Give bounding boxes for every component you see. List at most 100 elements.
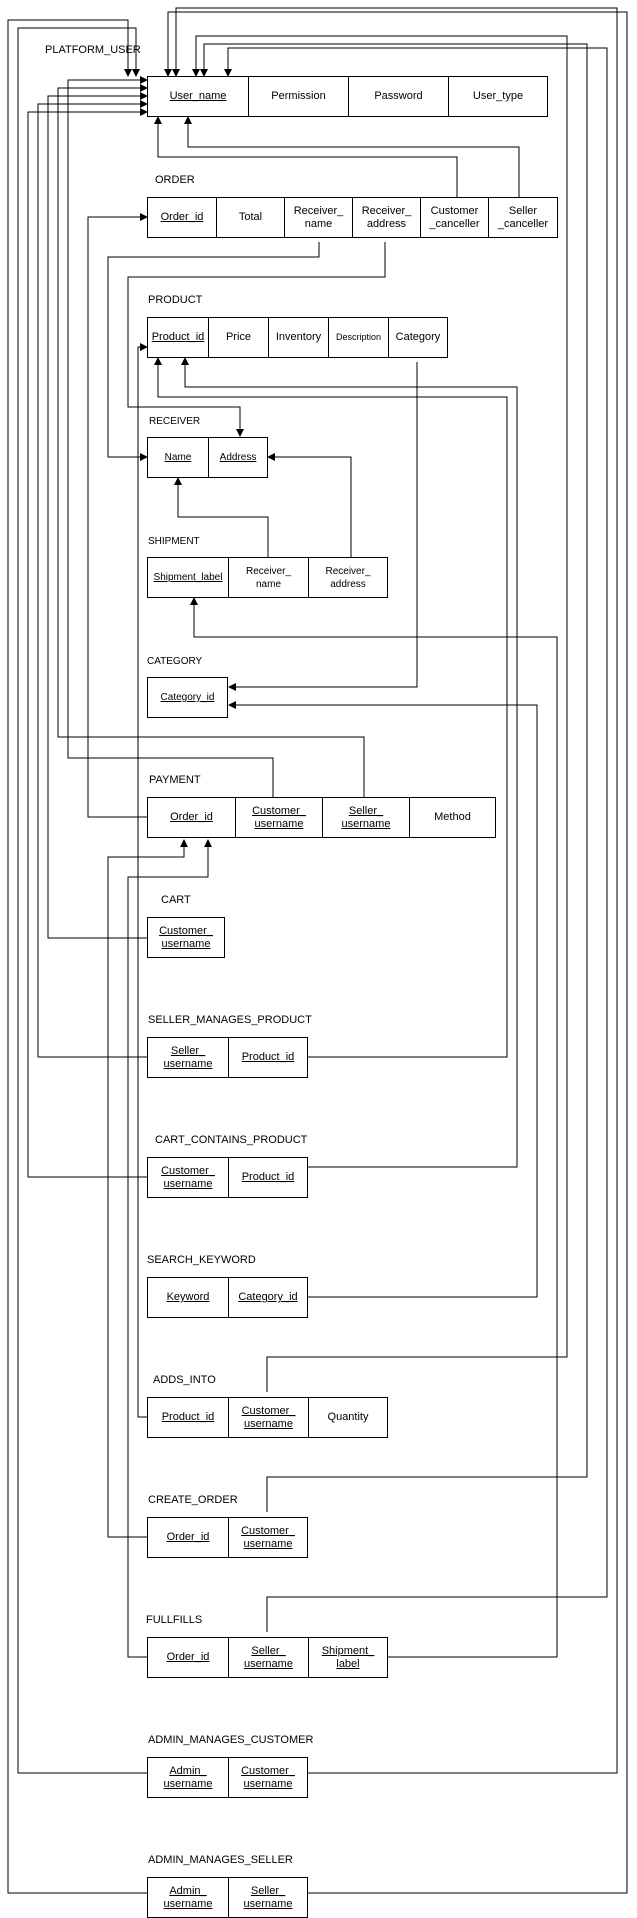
fk-payment-customer [67,76,274,797]
receiver-title: RECEIVER [149,416,201,427]
payment-col-method: Method [409,798,495,837]
cart-title: CART [161,894,191,906]
adds-into-col-product-id: Product_id [161,1411,215,1423]
search-keyword-title: SEARCH_KEYWORD [147,1254,256,1266]
fk-seller-manages-product [154,357,508,1058]
fk-seller-manages-seller [37,100,148,1058]
admin-manages-seller-col-seller-username: Seller_ username [228,1878,307,1917]
admin-manages-customer-col-admin-username: Admin_ username [163,1764,213,1790]
seller-manages-product-col-product-id: Product_id [228,1038,307,1077]
admin-manages-customer-col-customer-username: Customer_ username [228,1758,307,1797]
search-keyword-col-keyword: Keyword [166,1291,210,1303]
create-order-title: CREATE_ORDER [148,1494,238,1506]
shipment-title: SHIPMENT [148,536,200,547]
fk-admin-manages-seller-admin [7,19,148,1894]
product-table: Product_id Price Inventory Description C… [147,317,448,358]
adds-into-title: ADDS_INTO [153,1374,216,1386]
receiver-col-name: Name [164,452,192,463]
platform-user-col-password: Password [348,77,448,116]
fk-payment-seller [57,84,365,797]
payment-col-customer-username: Customer_ username [235,798,322,837]
shipment-col-receiver-address: Receiver_ address [308,558,387,597]
fk-payment-order [87,213,148,818]
order-col-order-id: Order_id [160,211,204,223]
fullfills-col-seller-username: Seller_ username [228,1638,308,1677]
cart-contains-product-table: Customer_ username Product_id [147,1157,308,1198]
fk-shipment-receiver-name [174,477,269,557]
fk-cart-contains-product [181,357,518,1168]
fk-cart-contains-customer [27,108,148,1178]
order-title: ORDER [155,174,195,186]
fk-search-keyword-category [228,701,538,1298]
fullfills-col-shipment-label: Shipment_ label [308,1638,387,1677]
fk-order-seller-canceller [184,116,520,197]
product-col-category: Category [388,318,447,357]
receiver-col-address: Address [208,438,267,477]
payment-title: PAYMENT [149,774,201,786]
fk-admin-manages-customer-customer [172,7,618,1774]
fk-admin-manages-customer-admin [17,27,148,1774]
product-col-product-id: Product_id [151,331,205,343]
create-order-table: Order_id Customer_ username [147,1517,308,1558]
cart-contains-product-title: CART_CONTAINS_PRODUCT [155,1134,308,1146]
shipment-col-shipment-label: Shipment_label [153,572,223,583]
fk-admin-manages-seller-seller [164,11,628,1894]
seller-manages-product-title: SELLER_MANAGES_PRODUCT [148,1014,312,1026]
fk-product-category [228,362,418,691]
adds-into-col-customer-username: Customer_ username [228,1398,308,1437]
receiver-table: Name Address [147,437,268,478]
admin-manages-seller-col-admin-username: Admin_ username [163,1884,213,1910]
product-col-inventory: Inventory [268,318,328,357]
order-col-customer-canceller: Customer _canceller [420,198,488,237]
platform-user-col-user-type: User_type [448,77,547,116]
category-table: Category_id [147,677,228,718]
fk-create-order-order [107,839,188,1538]
order-table: Order_id Total Receiver_ name Receiver_ … [147,197,558,238]
order-col-seller-canceller: Seller _canceller [488,198,557,237]
adds-into-table: Product_id Customer_ username Quantity [147,1397,388,1438]
platform-user-col-user-name: User_name [169,90,227,102]
fullfills-title: FULLFILLS [146,1614,203,1626]
fk-order-receiver-name [107,242,320,461]
admin-manages-seller-title: ADMIN_MANAGES_SELLER [148,1854,293,1866]
create-order-col-order-id: Order_id [166,1531,210,1543]
category-title: CATEGORY [147,656,203,667]
fullfills-table: Order_id Seller_ username Shipment_ labe… [147,1637,388,1678]
seller-manages-product-table: Seller_ username Product_id [147,1037,308,1078]
fk-adds-into-customer [192,35,568,1392]
fk-cart-customer [47,92,148,939]
cart-contains-product-col-customer-username: Customer_ username [161,1164,215,1190]
admin-manages-seller-table: Admin_ username Seller_ username [147,1877,308,1918]
category-col-category-id: Category_id [160,692,215,703]
product-col-description: Description [328,318,388,357]
seller-manages-product-col-seller-username: Seller_ username [163,1044,213,1070]
fk-shipment-receiver-address [267,453,352,557]
shipment-table: Shipment_label Receiver_ name Receiver_ … [147,557,388,598]
payment-col-order-id: Order_id [170,811,213,823]
order-col-total: Total [216,198,284,237]
order-col-receiver-address: Receiver_ address [352,198,420,237]
fk-order-customer-canceller [154,116,458,197]
fk-fullfills-shipment [190,597,558,1658]
admin-manages-customer-table: Admin_ username Customer_ username [147,1757,308,1798]
platform-user-table: User_name Permission Password User_type [147,76,548,117]
search-keyword-col-category-id: Category_id [228,1278,307,1317]
product-title: PRODUCT [148,294,203,306]
payment-col-seller-username: Seller_ username [322,798,409,837]
product-col-price: Price [208,318,268,357]
fk-create-order-customer [200,43,588,1512]
fk-adds-into-product [137,343,148,1418]
cart-contains-product-col-product-id: Product_id [228,1158,307,1197]
fullfills-col-order-id: Order_id [166,1651,210,1663]
platform-user-col-permission: Permission [248,77,348,116]
create-order-col-customer-username: Customer_ username [228,1518,307,1557]
fk-fullfills-seller [224,47,608,1632]
adds-into-col-quantity: Quantity [308,1398,387,1437]
shipment-col-receiver-name: Receiver_ name [228,558,308,597]
platform-user-title: PLATFORM_USER [45,44,141,56]
cart-col-customer-username: Customer_ username [159,924,213,950]
fk-order-receiver-address [127,242,386,437]
order-col-receiver-name: Receiver_ name [284,198,352,237]
admin-manages-customer-title: ADMIN_MANAGES_CUSTOMER [148,1734,314,1746]
